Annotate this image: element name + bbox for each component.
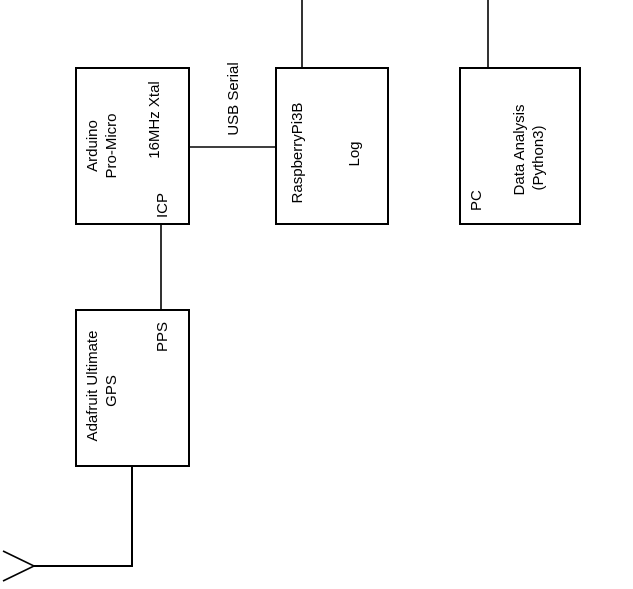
pc-subtitle-1: Data Analysis xyxy=(511,105,528,196)
pc-title: PC xyxy=(468,190,485,211)
antenna-icon xyxy=(2,550,36,582)
arduino-title-1: Arduino xyxy=(84,120,101,172)
pc-block: PC Data Analysis (Python3) xyxy=(459,67,581,225)
arduino-title-2: Pro-Micro xyxy=(103,113,120,178)
raspberry-box xyxy=(275,67,389,225)
gps-title-2: GPS xyxy=(103,375,120,407)
gps-box xyxy=(75,309,190,467)
arduino-icp-port: ICP xyxy=(154,193,171,218)
raspberry-log: Log xyxy=(346,141,363,166)
antenna-wire xyxy=(34,466,133,567)
arduino-block: Arduino Pro-Micro 16MHz Xtal ICP xyxy=(75,67,190,225)
usb-serial-label: USB Serial xyxy=(225,62,242,135)
gps-pps-port: PPS xyxy=(154,322,171,352)
gps-block: Adafruit Ultimate GPS PPS xyxy=(75,309,190,467)
raspberry-title: RaspberryPi3B xyxy=(289,103,306,204)
raspberry-block: RaspberryPi3B Log xyxy=(275,67,389,225)
pc-subtitle-2: (Python3) xyxy=(530,125,547,190)
arduino-xtal: 16MHz Xtal xyxy=(146,81,163,159)
pc-box xyxy=(459,67,581,225)
gps-title-1: Adafruit Ultimate xyxy=(84,331,101,442)
arduino-box xyxy=(75,67,190,225)
